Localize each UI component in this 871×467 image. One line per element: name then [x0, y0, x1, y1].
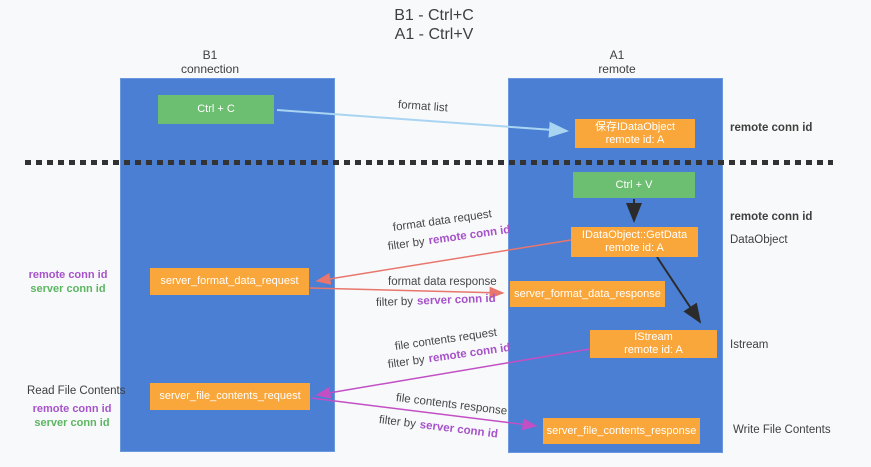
- node-ctrl-v-label: Ctrl + V: [615, 178, 653, 191]
- lane-a1-name: A1: [609, 48, 625, 62]
- filter-prefix: filter by: [387, 353, 426, 371]
- node-server-format-data-request: server_format_data_request: [150, 268, 309, 295]
- node-server-file-contents-request: server_file_contents_request: [150, 383, 310, 410]
- annotation-conn-ids-format: remote conn id server conn id: [14, 268, 122, 296]
- label-format-list: format list: [397, 99, 449, 115]
- filter-prefix: filter by: [378, 414, 417, 431]
- node-istream-line2: remote id: A: [624, 344, 683, 356]
- title-line-1: B1 - Ctrl+C: [394, 7, 474, 24]
- node-file-request-label: server_file_contents_request: [159, 390, 301, 402]
- node-idataobject-getdata: IDataObject::GetData remote id: A: [571, 227, 698, 257]
- node-istream-line1: IStream: [634, 331, 673, 343]
- annotation-conn-ids-file: remote conn id server conn id: [18, 402, 126, 430]
- filter-prefix: filter by: [387, 235, 426, 253]
- node-format-response-label: server_format_data_response: [514, 287, 661, 300]
- node-ctrl-v: Ctrl + V: [573, 172, 695, 198]
- filter-key-server-conn-id: server conn id: [416, 292, 496, 308]
- node-getdata-line1: IDataObject::GetData: [581, 229, 688, 241]
- node-server-format-data-response: server_format_data_response: [510, 281, 665, 307]
- annotation-istream: Istream: [730, 339, 769, 351]
- diagram-title: B1 - Ctrl+C A1 - Ctrl+V: [324, 6, 544, 44]
- filter-key-server-conn-id: server conn id: [419, 419, 499, 441]
- lane-a1-role: remote: [598, 62, 636, 76]
- lane-b1-role: connection: [180, 62, 240, 76]
- annotation-remote-conn-id-left-1: remote conn id: [28, 269, 108, 281]
- arrow-format-data-response: [309, 286, 505, 299]
- node-format-request-label: server_format_data_request: [160, 275, 299, 287]
- label-format-data-response: format data response: [388, 276, 497, 288]
- title-line-2: A1 - Ctrl+V: [394, 26, 474, 43]
- node-getdata-line2: remote id: A: [605, 242, 664, 254]
- annotation-remote-conn-id-left-2: remote conn id: [32, 403, 112, 415]
- node-save-idataobject-line1: 保存IDataObject: [594, 120, 676, 133]
- filter-prefix: filter by: [375, 295, 414, 309]
- node-save-idataobject: 保存IDataObject remote id: A: [575, 119, 695, 148]
- annotation-remote-conn-id-top: remote conn id: [730, 122, 813, 134]
- lane-header-b1: B1 connection: [150, 48, 270, 76]
- label-file-contents-response: file contents response: [395, 392, 508, 418]
- annotation-read-file-contents: Read File Contents: [27, 385, 126, 397]
- annotation-remote-conn-id-mid: remote conn id: [730, 211, 813, 223]
- annotation-write-file-contents: Write File Contents: [733, 424, 831, 436]
- annotation-server-conn-id-left-2: server conn id: [34, 417, 110, 429]
- lane-b1-name: B1: [202, 48, 218, 62]
- annotation-server-conn-id-left-1: server conn id: [30, 283, 106, 295]
- annotation-dataobject: DataObject: [730, 234, 788, 246]
- dashed-separator-line: [25, 160, 833, 165]
- node-server-file-contents-response: server_file_contents_response: [543, 418, 700, 444]
- lane-header-a1: A1 remote: [557, 48, 677, 76]
- node-istream: IStream remote id: A: [590, 330, 717, 358]
- node-ctrl-c-label: Ctrl + C: [197, 103, 235, 115]
- node-save-idataobject-line2: remote id: A: [605, 133, 665, 146]
- node-file-response-label: server_file_contents_response: [546, 424, 697, 437]
- node-ctrl-c: Ctrl + C: [158, 95, 274, 124]
